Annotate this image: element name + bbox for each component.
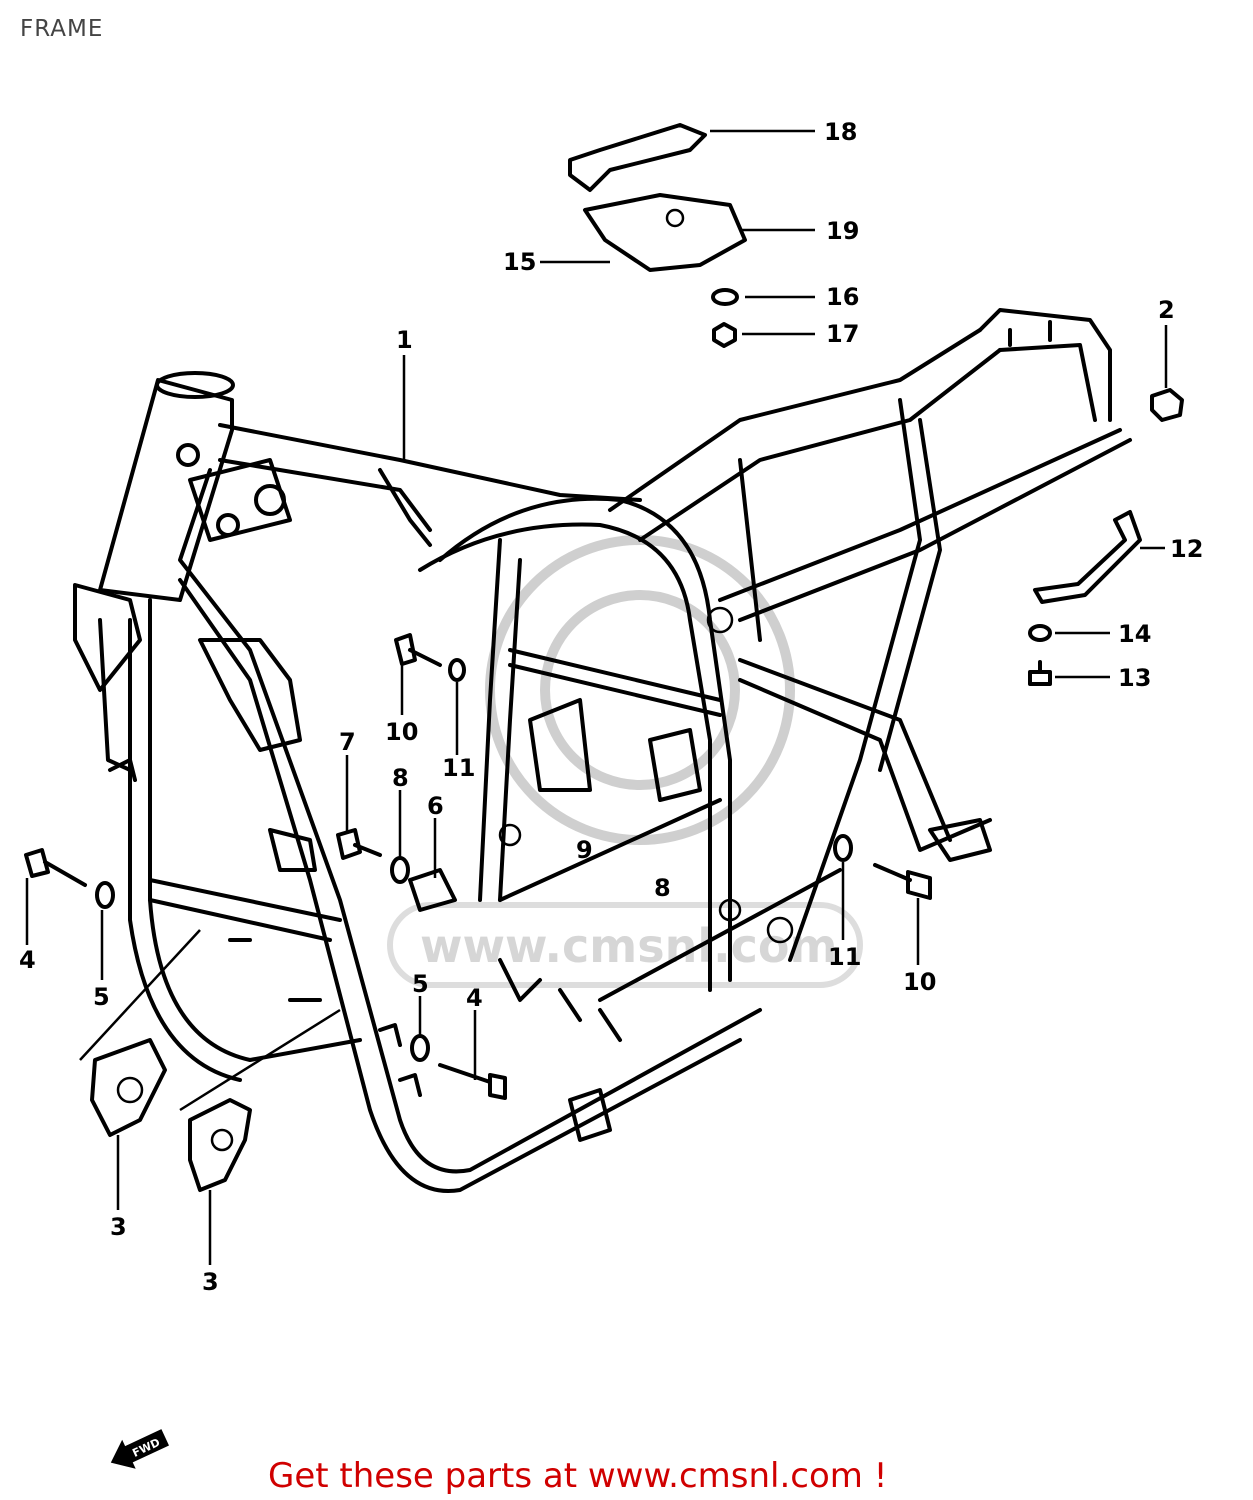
callout-8-left: 8 xyxy=(392,764,409,792)
callout-4-lower: 4 xyxy=(466,984,483,1012)
callout-17: 17 xyxy=(826,320,859,348)
part-5-washer-left xyxy=(95,881,115,909)
part-19-tray xyxy=(583,193,747,272)
callout-8-right: 8 xyxy=(654,874,671,902)
part-17-nut xyxy=(712,322,737,348)
callout-10-right: 10 xyxy=(903,968,936,996)
callout-3-a: 3 xyxy=(110,1213,127,1241)
callout-5-lower: 5 xyxy=(412,970,429,998)
frame-body xyxy=(73,308,1132,1193)
part-11-washer-right xyxy=(833,834,853,862)
part-12-bracket xyxy=(1033,510,1142,604)
callout-4-left: 4 xyxy=(19,946,36,974)
callout-5-left: 5 xyxy=(93,983,110,1011)
callout-19: 19 xyxy=(826,217,859,245)
part-8-washer xyxy=(390,856,410,884)
part-5-washer-lower xyxy=(410,1034,430,1062)
part-14-washer xyxy=(1028,624,1052,642)
leader-lines xyxy=(25,129,1168,1265)
callout-6: 6 xyxy=(427,792,444,820)
part-11-washer-upper xyxy=(448,658,466,682)
callout-18: 18 xyxy=(824,118,857,146)
part-7-bolt xyxy=(336,828,382,860)
part-3-plate-a xyxy=(90,1038,167,1137)
part-16-washer xyxy=(711,288,739,306)
part-10-bolt-upper xyxy=(394,633,442,667)
callout-13: 13 xyxy=(1118,664,1151,692)
part-13-bolt xyxy=(1028,660,1052,686)
callouts: 18 19 15 16 17 2 1 12 14 13 10 11 7 8 6 … xyxy=(19,118,1203,1296)
callout-10-upper: 10 xyxy=(385,718,418,746)
part-4-bolt-left xyxy=(24,848,87,887)
callout-11-right: 11 xyxy=(828,943,861,971)
fwd-arrow-icon: FWD xyxy=(110,1429,169,1469)
watermark-text: www.cmsnl.com xyxy=(420,919,837,973)
part-10-bolt-right xyxy=(873,863,932,900)
callout-9: 9 xyxy=(576,836,593,864)
callout-2: 2 xyxy=(1158,296,1175,324)
callout-16: 16 xyxy=(826,283,859,311)
callout-3-b: 3 xyxy=(202,1268,219,1296)
promo-link[interactable]: Get these parts at www.cmsnl.com ! xyxy=(268,1456,888,1496)
page-title: FRAME xyxy=(20,16,104,42)
callout-1: 1 xyxy=(396,326,413,354)
callout-15: 15 xyxy=(503,248,536,276)
part-18-strap xyxy=(568,123,707,192)
callout-14: 14 xyxy=(1118,620,1151,648)
part-6-plate xyxy=(408,868,457,912)
callout-7: 7 xyxy=(339,728,356,756)
part-4-bolt-lower xyxy=(438,1063,507,1100)
callout-12: 12 xyxy=(1170,535,1203,563)
part-3-plate-b xyxy=(188,1098,252,1192)
part-2-cap xyxy=(1150,388,1184,422)
callout-11-upper: 11 xyxy=(442,754,475,782)
